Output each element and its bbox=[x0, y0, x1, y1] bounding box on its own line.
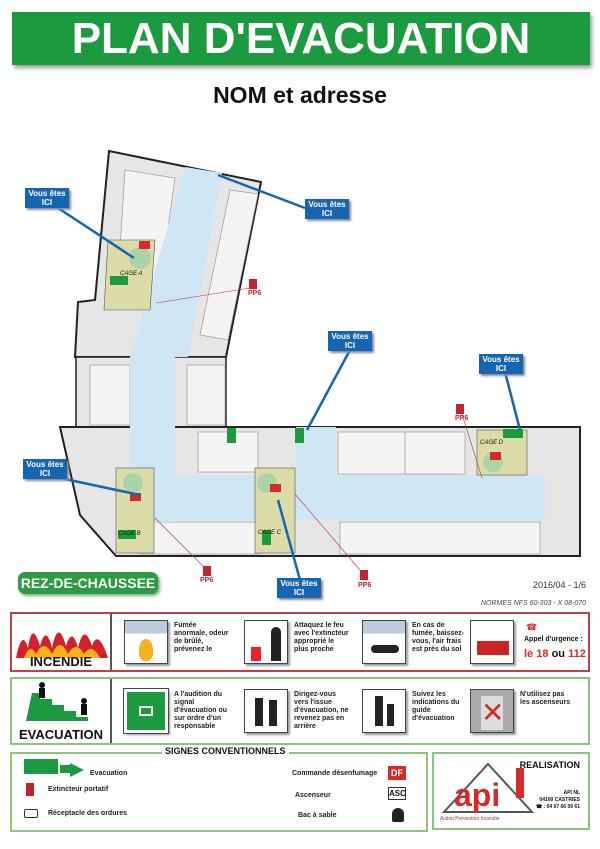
alarm-signal-icon bbox=[123, 688, 169, 734]
company-phone: 04 67 66 09 61 bbox=[546, 804, 580, 810]
floor-plan bbox=[57, 149, 581, 580]
step-text: Dirigez-vous vers l'issue d'évacuation, … bbox=[294, 691, 349, 730]
exit-sign-icons bbox=[110, 276, 523, 545]
stairs-icons bbox=[123, 247, 503, 493]
marker-text: Vous êtes bbox=[280, 579, 318, 588]
address: NOM et adresse bbox=[213, 82, 387, 108]
extinguisher-icon bbox=[26, 783, 34, 796]
marker-text: ICI bbox=[344, 341, 356, 350]
evacuation-title: EVACUATION bbox=[18, 727, 104, 742]
arrow-shaft bbox=[60, 765, 72, 773]
realisation-panel: REALISATION api Action Prévention Incend… bbox=[432, 752, 590, 830]
crawl-icon bbox=[362, 620, 406, 664]
emergency-label: Appel d'urgence : bbox=[524, 636, 583, 643]
legend-waste: Réceptacle des ordures bbox=[48, 810, 127, 817]
cage-d-label: CAGE D bbox=[480, 440, 504, 446]
exit-sign-icon bbox=[24, 759, 58, 774]
evacuation-panel: EVACUATION A l'audition du signal d'évac… bbox=[10, 677, 590, 745]
phone-icon: ☎ : bbox=[535, 804, 547, 810]
emergency-112: 112 bbox=[568, 648, 586, 660]
incendie-panel: INCENDIE Fumée anormale, odeur de brûlé,… bbox=[10, 612, 590, 672]
legend-title: SIGNES CONVENTIONNELS bbox=[162, 746, 289, 756]
plan-date: 2016/04 - 1/6 bbox=[532, 580, 586, 590]
step-text: Fumée anormale, odeur de brûlé, prévenez… bbox=[174, 622, 229, 653]
fire-truck-icon bbox=[470, 620, 514, 664]
realisation-title: REALISATION bbox=[519, 760, 580, 770]
legend-evacuation: Evacuation bbox=[90, 770, 128, 777]
api-logo: api bbox=[441, 762, 535, 813]
incendie-title: INCENDIE bbox=[29, 654, 93, 669]
marker-text: Vous êtes bbox=[28, 189, 66, 198]
extinguisher-label: PP6 bbox=[455, 415, 469, 422]
marker-text: ICI bbox=[293, 588, 305, 597]
page-title: PLAN D'EVACUATION bbox=[12, 12, 590, 65]
company-city: 04100 CASTRIES bbox=[539, 797, 580, 803]
sand-bucket-icon bbox=[392, 808, 404, 822]
cage-a-label: CAGE A bbox=[120, 271, 143, 277]
logo-tagline: Action Prévention Incendie bbox=[440, 816, 500, 822]
elevator-icon: ASC bbox=[388, 787, 406, 800]
marker-text: ICI bbox=[321, 209, 333, 218]
df-icons bbox=[130, 241, 501, 501]
step-text: En cas de fumée, baissez-vous, l'air fra… bbox=[412, 622, 465, 653]
svg-text:api: api bbox=[454, 777, 500, 813]
df-icon: DF bbox=[388, 766, 406, 780]
norms: NORMES NFS 60-303 - X 08-070 bbox=[480, 600, 586, 607]
marker-text: Vous êtes bbox=[26, 460, 64, 469]
extinguisher-label: PP6 bbox=[248, 290, 262, 297]
incendie-header: INCENDIE bbox=[12, 614, 112, 670]
stairs-evacuation-icon bbox=[26, 682, 88, 721]
cage-b-label: CAGE B bbox=[118, 531, 141, 537]
legend-extinguisher: Extincteur portatif bbox=[48, 786, 109, 793]
marker-text: ICI bbox=[41, 198, 53, 207]
company-name: API NL bbox=[563, 790, 580, 796]
emergency-ou: ou bbox=[551, 648, 566, 660]
step-text: Suivez les indications du guide d'évacua… bbox=[412, 691, 460, 722]
emergency-18: 18 bbox=[536, 648, 549, 660]
marker-text: Vous êtes bbox=[482, 355, 520, 364]
legend-elevator: Ascenseur bbox=[295, 792, 331, 799]
step-text: A l'audition du signal d'évacuation ou s… bbox=[174, 691, 228, 730]
extinguisher-leaders bbox=[154, 287, 483, 571]
legend-sand-bucket: Bac à sable bbox=[298, 812, 337, 819]
cage-c-label: CAGE C bbox=[258, 530, 282, 536]
evacuation-header: EVACUATION bbox=[12, 679, 112, 743]
follow-guide-icon bbox=[362, 689, 406, 733]
extinguisher-label: PP6 bbox=[200, 577, 214, 584]
emergency-le: le bbox=[524, 648, 534, 660]
marker-text: ICI bbox=[495, 364, 507, 373]
step-text: N'utilisez pas les ascenseurs bbox=[520, 691, 571, 706]
phone-icon: ☎ bbox=[526, 622, 538, 632]
parking-spaces bbox=[89, 169, 541, 555]
arrow-right-icon bbox=[70, 763, 84, 777]
marker-text: Vous êtes bbox=[308, 200, 346, 209]
extinguisher-use-icon bbox=[244, 620, 288, 664]
marker-text: ICI bbox=[39, 469, 51, 478]
legend-panel: SIGNES CONVENTIONNELS Evacuation Extinct… bbox=[10, 746, 428, 832]
step-text: Attaquez le feu avec l'extincteur approp… bbox=[294, 622, 349, 653]
extinguisher-label: PP6 bbox=[358, 582, 372, 589]
legend-smoke-control: Commande désenfumage bbox=[292, 770, 378, 777]
you-are-here-pointers bbox=[57, 173, 522, 580]
no-elevator-icon: ✕ bbox=[470, 689, 514, 733]
floor-label: REZ-DE-CHAUSSEE bbox=[18, 572, 158, 594]
smoke-fire-icon bbox=[124, 620, 168, 664]
extinguisher-icons bbox=[203, 279, 464, 580]
flames-icon bbox=[16, 632, 108, 658]
go-to-exit-icon bbox=[244, 689, 288, 733]
waste-bin-icon bbox=[24, 809, 38, 818]
marker-text: Vous êtes bbox=[331, 332, 369, 341]
